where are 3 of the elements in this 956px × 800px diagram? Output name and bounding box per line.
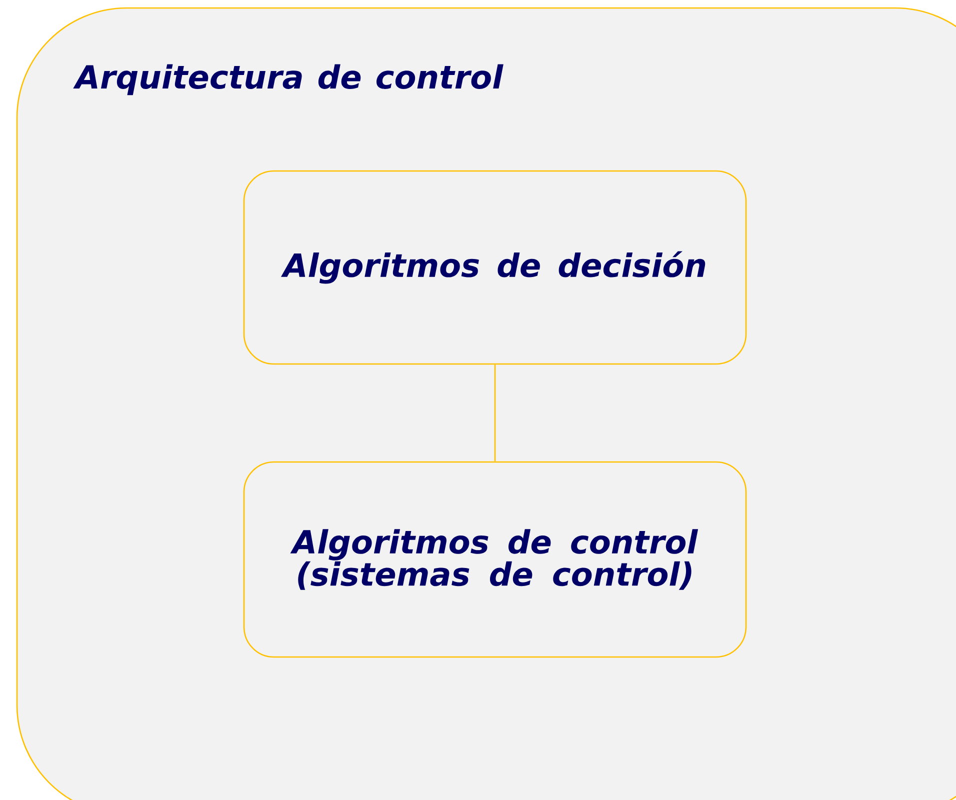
process-box: Algoritmos de control (sistemas de control) <box>243 461 747 658</box>
process-box: Algoritmos de decisión <box>243 170 747 365</box>
connector-line <box>494 364 496 462</box>
